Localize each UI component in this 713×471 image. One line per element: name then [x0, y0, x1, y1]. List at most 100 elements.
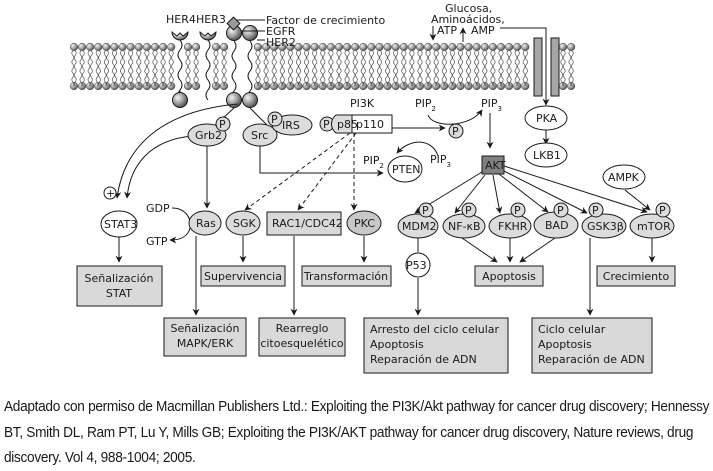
lipid-tail [98, 50, 101, 87]
growth-label: Crecimiento [603, 270, 670, 283]
mtor-label: mTOR [637, 220, 671, 233]
src-node [242, 123, 278, 147]
lipid-tail [401, 50, 404, 87]
bad-p-label: P [557, 204, 564, 217]
lipid-tail [484, 50, 488, 87]
lipid-head [94, 42, 103, 52]
lipid-tail [304, 50, 307, 87]
lipid-tail [136, 50, 139, 87]
p110-subunit [351, 114, 393, 134]
lipid-tail [338, 50, 342, 87]
lipid-head [326, 81, 335, 91]
lipid-head [142, 81, 151, 91]
lipid-tail [560, 50, 564, 87]
mapk-signaling-line1: Señalización [171, 322, 240, 335]
figure-caption: Adaptado con permiso de Macmillan Publis… [4, 398, 710, 466]
lipid-head [86, 42, 95, 52]
lipid-tail [128, 50, 131, 87]
lipid-head [183, 42, 193, 52]
p53-node [405, 252, 431, 278]
lipid-head [496, 81, 506, 91]
pkc-label: PKC [354, 217, 375, 230]
pten-node [387, 155, 423, 183]
lipid-head [286, 81, 295, 91]
gsk3b-phospho [588, 202, 604, 218]
lipid-tail [482, 50, 485, 87]
lipid-head [407, 81, 416, 91]
egfr-label: EGFR [266, 25, 296, 38]
lipid-tail [111, 50, 115, 87]
lipid-tail [425, 50, 429, 87]
lipid-head [488, 81, 497, 91]
lipid-tail [395, 50, 399, 87]
pi3k-label: PI3K [350, 97, 375, 110]
lipid-tail [363, 50, 366, 87]
sgk-node [225, 210, 261, 236]
growth-factor-diamond [226, 16, 241, 31]
lipid-tail [160, 50, 164, 87]
lipid-head [150, 42, 160, 52]
lipid-tail [444, 50, 447, 87]
lipid-tail [517, 50, 520, 87]
irs-p-label: P [271, 113, 278, 126]
fkhr-node [488, 213, 532, 239]
lipid-tail [274, 50, 277, 87]
lipid-tail [393, 50, 396, 87]
her4-label: HER4 [166, 13, 196, 26]
nutrient-to-pka-arrow [500, 27, 550, 106]
lipid-head [211, 81, 221, 91]
mdm2-phospho [418, 202, 434, 218]
lipid-tail [162, 50, 166, 87]
lipid-tail [295, 50, 299, 87]
lipid-tail [287, 50, 291, 87]
lipid-tail [376, 50, 380, 87]
lipid-tail [368, 50, 372, 87]
lipid-head [310, 42, 319, 52]
lipid-head [456, 42, 465, 52]
lipid-head [326, 42, 335, 52]
cycle-line1: Ciclo celular [538, 323, 606, 336]
lipid-tail [328, 50, 332, 87]
grb2-p-label: P [219, 118, 226, 131]
mtor-phospho [655, 202, 671, 218]
lipid-tail [371, 50, 374, 87]
lipid-tail [336, 50, 340, 87]
lipid-head [558, 42, 568, 52]
mtor-p-label: P [659, 204, 666, 217]
lipid-head [488, 42, 497, 52]
lipid-head [294, 81, 303, 91]
lipid-head [69, 42, 79, 52]
lipid-tail [312, 50, 315, 87]
lipid-tail [271, 50, 275, 87]
nutrients-line2: Aminoácidos, [431, 13, 505, 26]
her2-intracellular [242, 92, 258, 108]
lipid-head [183, 81, 193, 91]
pip2-top-label: PIP2 [415, 97, 436, 113]
lipid-head [211, 42, 221, 52]
lipid-tail [498, 50, 502, 87]
her4-intracellular [172, 92, 188, 108]
lipid-tail [152, 50, 156, 87]
irs-phospho [267, 111, 283, 127]
lipid-tail [306, 50, 310, 87]
cycle-line3: Reparación de ADN [538, 353, 645, 366]
lipid-tail [146, 50, 150, 87]
rac1-cdc42-label: RAC1/CDC42 [272, 217, 343, 230]
lipid-tail [322, 50, 326, 87]
lipid-tail [562, 50, 566, 87]
lipid-head [351, 81, 360, 91]
lipid-tail [387, 50, 391, 87]
apoptosis-box [474, 265, 544, 287]
lipid-head [78, 42, 87, 52]
growth-factor-label: Factor de crecimiento [266, 14, 385, 27]
lipid-tail [320, 50, 323, 87]
transporter-left [533, 37, 543, 97]
lipid-head [415, 81, 425, 91]
lipid-head [567, 81, 576, 91]
lipid-head [126, 42, 135, 52]
lipid-tail [171, 50, 174, 87]
lipid-head [375, 81, 384, 91]
lipid-head [270, 42, 279, 52]
her2-label: HER2 [266, 36, 296, 49]
lkb1-label: LKB1 [533, 149, 561, 162]
